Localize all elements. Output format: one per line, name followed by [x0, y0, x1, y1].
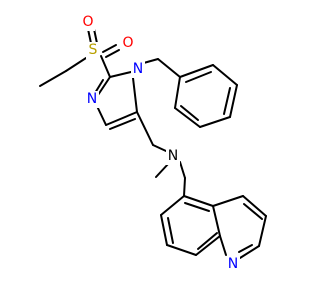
bond [229, 84, 238, 118]
bond [166, 244, 197, 256]
bond [212, 205, 221, 237]
bond [179, 161, 186, 179]
bond [102, 44, 117, 53]
molecule-structure: S O O N N N N [39, 14, 267, 273]
bond [105, 49, 120, 58]
bond [180, 105, 199, 121]
bond [109, 71, 132, 78]
atom-label: N [168, 148, 178, 164]
bond [167, 217, 174, 244]
atom-label: N [133, 61, 143, 77]
bond [65, 57, 87, 72]
bond [183, 195, 214, 207]
bond [160, 214, 168, 246]
bond [109, 118, 136, 130]
bond [184, 202, 210, 212]
bond [136, 111, 154, 146]
amine-nitrogen: N [166, 148, 180, 165]
bond [155, 162, 170, 178]
bond [174, 76, 181, 109]
sulfur-atom: S [86, 42, 100, 59]
bond [132, 77, 138, 113]
imidazole-nitrogen-1: N [131, 61, 145, 78]
bond [183, 177, 186, 197]
bond [223, 87, 231, 115]
bond [238, 244, 253, 253]
imidazole-nitrogen-3: N [85, 91, 99, 108]
oxygen-atom-right: O [120, 35, 135, 52]
bond [174, 107, 201, 128]
atom-label: O [82, 14, 93, 30]
atom-label: N [87, 91, 97, 107]
bond [195, 235, 221, 256]
bond [199, 116, 231, 128]
bond [258, 215, 267, 247]
bond [105, 111, 138, 126]
atom-label: O [122, 35, 133, 51]
bond [179, 64, 214, 78]
bond [212, 195, 244, 207]
atom-labels: S O O N N N N [81, 14, 240, 273]
bond [242, 195, 267, 217]
bond [94, 79, 104, 94]
bond [97, 76, 111, 96]
bond [239, 245, 260, 259]
bond [185, 71, 212, 83]
quinoline-nitrogen: N [226, 256, 240, 273]
bond [243, 203, 263, 220]
bond [157, 58, 181, 78]
bond [39, 70, 67, 87]
bond [212, 64, 238, 86]
atom-label: N [228, 256, 238, 272]
bond [152, 144, 167, 152]
oxygen-atom-top: O [81, 14, 95, 31]
bond [219, 235, 227, 256]
atom-label: S [89, 42, 98, 58]
bond [100, 55, 111, 78]
bond [160, 195, 185, 216]
bonds [39, 28, 267, 259]
bond [197, 232, 218, 250]
